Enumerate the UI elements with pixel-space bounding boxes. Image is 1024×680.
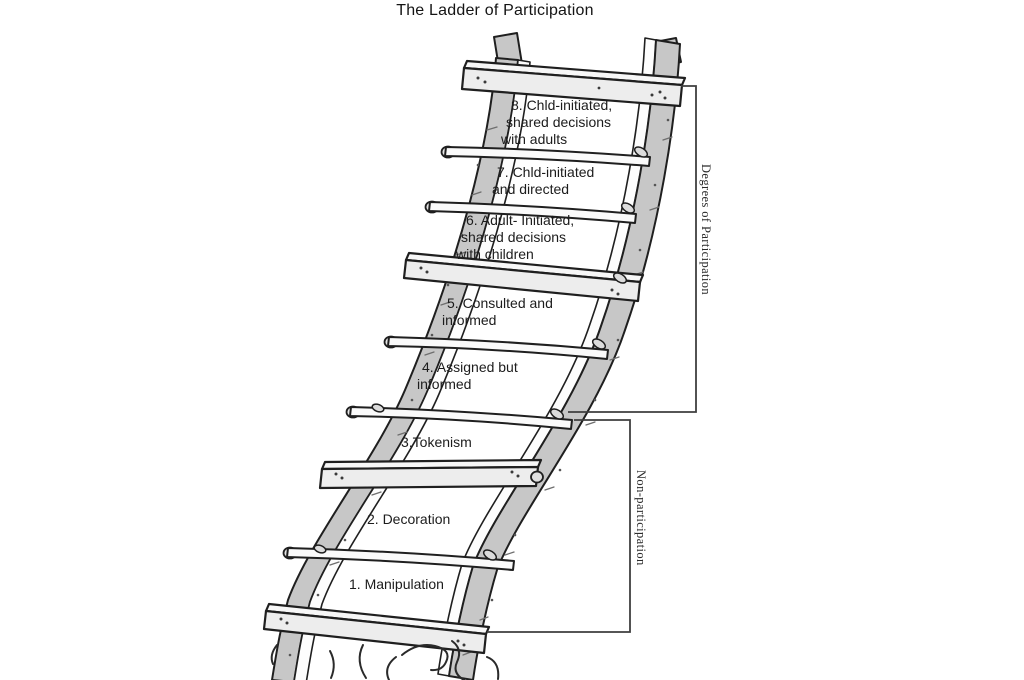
- degrees-of-participation-bracket: [568, 85, 697, 413]
- level-4-line-2: informed: [417, 376, 472, 392]
- left-rail: [271, 32, 531, 680]
- ladder-planks: [262, 59, 687, 655]
- plank-6-5: [402, 251, 645, 303]
- plank-3-2: [318, 458, 544, 490]
- level-6-line-3: with children: [456, 246, 534, 262]
- level-6-line-1: 6. Adult- Initiated,: [466, 212, 575, 228]
- ladder-level-6: 6. Adult- Initiated, shared decisions wi…: [456, 212, 575, 263]
- bottom-plank: [262, 602, 491, 655]
- rung-7-6: [424, 200, 637, 224]
- level-4-line-1: 4. Assigned but: [422, 359, 518, 375]
- ladder-level-5: 5. Consulted and informed: [442, 295, 553, 329]
- brackets: [487, 85, 697, 633]
- level-8-line-1: 8. Chld-initiated,: [511, 97, 613, 113]
- rung-knots: [313, 146, 649, 561]
- rung-2-1: [282, 546, 515, 571]
- level-8-line-2: shared decisions: [506, 114, 612, 130]
- rung-8-7: [440, 145, 651, 167]
- level-6-line-2: shared decisions: [461, 229, 567, 245]
- ground-sketch: [270, 640, 500, 680]
- degrees-of-participation-label: Degrees of Participation: [699, 164, 713, 296]
- level-5-line-1: 5. Consulted and: [447, 295, 553, 311]
- level-7-line-1: 7. Chld-initiated: [497, 164, 595, 180]
- top-plank: [460, 59, 687, 108]
- ladder-level-8: 8. Chld-initiated, shared decisions with…: [501, 97, 613, 148]
- ladder-rungs: [282, 145, 651, 571]
- rung-5-4: [383, 335, 609, 360]
- diagram-title: The Ladder of Participation: [396, 2, 594, 19]
- level-3-line-1: 3.Tokenism: [401, 434, 472, 450]
- level-7-line-2: and directed: [492, 181, 570, 197]
- level-2-line-1: 2. Decoration: [367, 511, 451, 527]
- ladder-level-1: 1. Manipulation: [349, 576, 444, 593]
- rail-texture: [304, 126, 673, 656]
- level-5-line-2: informed: [442, 312, 497, 328]
- ladder-level-2: 2. Decoration: [367, 511, 450, 528]
- non-participation-label: Non-participation: [634, 470, 648, 566]
- ladder-level-4: 4. Assigned but informed: [417, 359, 518, 393]
- ladder-level-7: 7. Chld-initiated and directed: [492, 164, 595, 198]
- rung-4-3: [345, 405, 573, 430]
- level-1-line-1: 1. Manipulation: [349, 576, 444, 592]
- level-8-line-3: with adults: [501, 131, 568, 147]
- non-participation-bracket: [487, 419, 631, 633]
- ladder-level-3: 3.Tokenism: [401, 434, 472, 451]
